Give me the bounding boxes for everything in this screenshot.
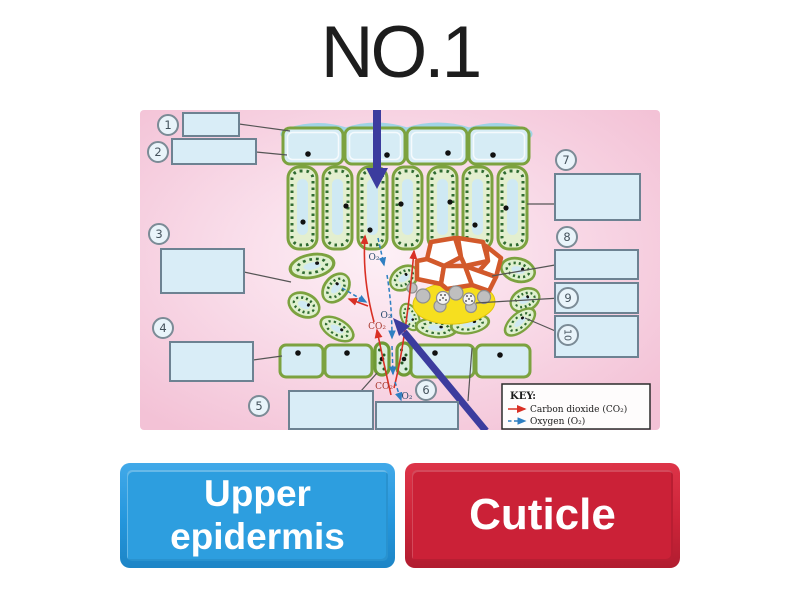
sieve-plate-dots	[439, 294, 473, 302]
number-circles: 1 2 3 4 5 6 7 8 9 10	[147, 114, 579, 417]
number-label-9: 9	[564, 291, 571, 305]
number-label-8: 8	[563, 230, 570, 244]
o2-label: O₂	[402, 392, 413, 402]
vascular-bundle	[406, 235, 504, 325]
key-o2-label: Oxygen (O₂)	[530, 416, 585, 427]
number-circle-6	[415, 379, 437, 401]
o2-label: O₂	[369, 253, 380, 263]
number-circle-9	[557, 287, 579, 309]
number-circle-7	[555, 149, 577, 171]
button-face	[412, 470, 673, 561]
label-box-1	[182, 112, 240, 137]
answer-button-cuticle[interactable]: Cuticle	[405, 463, 680, 568]
upper-epidermis	[281, 126, 531, 166]
answer-label: Cuticle	[469, 490, 616, 540]
o2-label: O₂	[381, 311, 392, 321]
co2-label: CO₂	[375, 382, 393, 392]
number-label-1: 1	[164, 118, 171, 132]
label-box-5	[288, 390, 374, 430]
key-heading: KEY:	[510, 391, 536, 402]
number-circle-4	[152, 317, 174, 339]
number-label-4: 4	[159, 321, 166, 335]
leaf-cross-section-diagram: O₂ O₂ O₂ CO₂ CO₂	[140, 110, 660, 430]
number-label-5: 5	[255, 399, 262, 413]
label-box-3	[160, 248, 245, 294]
button-face	[127, 470, 388, 561]
leader-lines	[238, 123, 561, 402]
number-circle-5	[248, 395, 270, 417]
answer-row: Upper epidermis Cuticle	[120, 463, 680, 568]
key-legend: KEY: Carbon dioxide (CO₂) Oxygen (O₂)	[501, 383, 651, 430]
phloem-cells	[406, 282, 492, 314]
number-label-3: 3	[155, 227, 162, 241]
answer-label: Upper epidermis	[170, 472, 345, 557]
number-label-2: 2	[154, 145, 161, 159]
light-arrow-down	[373, 110, 381, 170]
lower-epidermis	[278, 341, 532, 379]
label-boxes	[160, 112, 641, 430]
label-box-4	[169, 341, 254, 382]
number-circle-2	[147, 141, 169, 163]
co2-label: CO₂	[368, 322, 386, 332]
number-circle-3	[148, 223, 170, 245]
question-title: NO.1	[320, 12, 482, 93]
label-box-8	[554, 249, 639, 280]
number-circle-1	[157, 114, 179, 136]
key-co2-label: Carbon dioxide (CO₂)	[530, 404, 627, 415]
label-box-6	[375, 401, 459, 430]
number-circle-10	[557, 324, 579, 346]
xylem	[414, 235, 504, 294]
label-box-7	[554, 173, 641, 221]
number-circle-8	[556, 226, 578, 248]
light-arrow-diagonal	[393, 318, 410, 336]
number-label-10: 10	[562, 329, 573, 341]
leaf-tissues	[278, 122, 545, 379]
answer-button-upper-epidermis[interactable]: Upper epidermis	[120, 463, 395, 568]
number-label-6: 6	[422, 383, 429, 397]
label-box-2	[171, 138, 257, 165]
palisade-mesophyll	[286, 165, 529, 251]
light-arrows	[366, 110, 489, 430]
number-label-7: 7	[562, 153, 569, 167]
diagram-panel: O₂ O₂ O₂ CO₂ CO₂	[140, 110, 660, 430]
gas-exchange-arrows: O₂ O₂ O₂ CO₂ CO₂	[341, 234, 418, 402]
